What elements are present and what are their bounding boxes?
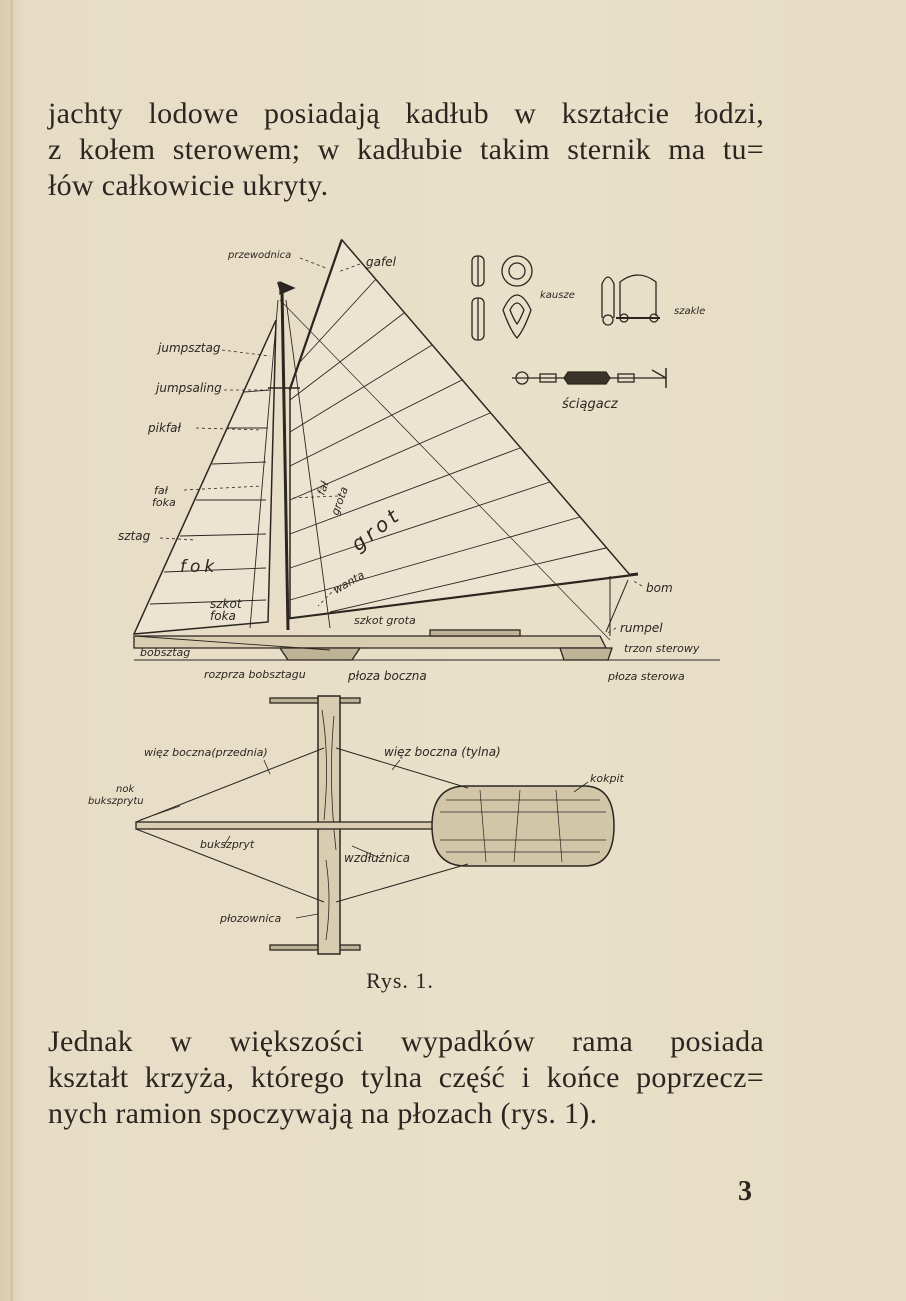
thimble-teardrop: [502, 294, 532, 339]
label-gafel: gafel: [366, 255, 397, 269]
bobstay: [133, 635, 331, 651]
mainsheet: [605, 579, 629, 633]
leader-lines: [159, 257, 643, 635]
label-przewodnica: przewodnica: [227, 250, 291, 261]
label-wiez-tylna: więz boczna (tylna): [384, 745, 501, 759]
jib: [132, 319, 277, 635]
front-runner-bottom: [269, 944, 361, 951]
label-fal-foka-1: fał: [154, 484, 169, 497]
fittings: [471, 255, 667, 388]
label-fok: fok: [180, 557, 218, 577]
shackle-1: [601, 276, 615, 318]
side-runner: [278, 647, 362, 661]
label-plozownica: płozownica: [219, 912, 281, 925]
side-stay-front-bottom: [135, 828, 325, 903]
plan-view: [135, 695, 615, 955]
steering-runner: [559, 647, 613, 661]
label-szkot-foka-1: szkot: [210, 597, 243, 611]
text-line: łów całkowicie ukryty.: [48, 169, 329, 202]
cockpit-side: [429, 629, 521, 637]
paragraph-bottom: Jednak w większości wypadków rama posiad…: [48, 1024, 764, 1132]
label-rumpel: rumpel: [620, 621, 663, 635]
jumpstay: [249, 299, 279, 629]
label-szkot-grota: szkot grota: [354, 614, 416, 627]
label-bukszpryt: bukszpryt: [200, 838, 255, 851]
label-kausze: kausze: [540, 290, 575, 301]
jib-seams: [149, 389, 271, 605]
label-ploza-boczna: płoza boczna: [347, 669, 427, 683]
figure-caption: Rys. 1.: [366, 968, 434, 993]
paragraph-top: jachty lodowe posiadają kadłub w kształc…: [48, 96, 764, 204]
text-line: nych ramion spoczywają na płozach (rys. …: [48, 1097, 598, 1130]
label-szkot-foka-2: foka: [210, 609, 236, 623]
label-fal-foka-2: foka: [152, 496, 176, 509]
text-line: jachty lodowe posiadają kadłub w kształc…: [48, 97, 764, 130]
page-gutter-shadow: [10, 0, 13, 1301]
shroud: [285, 299, 331, 629]
side-stay-rear-top: [335, 747, 469, 789]
label-nok-2: bukszprytu: [88, 796, 144, 807]
sheet-line: [279, 299, 611, 641]
label-wzdluznica: wzdłużnica: [344, 851, 410, 865]
label-bom: bom: [646, 581, 673, 595]
hull-side: [133, 635, 608, 649]
side-stay-front-top: [135, 747, 325, 823]
cockpit: [431, 785, 615, 867]
label-wiez-przednia: więz boczna(przednia): [144, 746, 268, 759]
text-line: Jednak w większości wypadków rama posiad…: [48, 1025, 764, 1058]
label-sciagacz: ściągacz: [562, 397, 619, 412]
label-jumpsaling: jumpsaling: [154, 381, 222, 395]
label-jumpsztag: jumpsztag: [156, 341, 221, 355]
label-ploza-sterowa: płoza sterowa: [607, 670, 685, 683]
cockpit-hatching: [440, 789, 606, 863]
label-kokpit: kokpit: [590, 772, 625, 785]
pennant: [279, 281, 296, 295]
text-line: z kołem sterowem; w kadłubie takim stern…: [48, 133, 764, 166]
side-stay-rear-bottom: [335, 863, 469, 903]
label-pikfal: pikfał: [147, 421, 181, 435]
mainsail-seams: [289, 278, 607, 613]
page-number: 3: [738, 1176, 752, 1207]
turnbuckle-body: [563, 371, 611, 385]
thimble-round: [501, 255, 533, 287]
label-sztag: sztag: [118, 529, 151, 543]
front-runner-top: [269, 697, 361, 704]
label-nok-1: nok: [116, 784, 135, 795]
label-bobsztag: bobsztag: [140, 646, 190, 659]
mast: [280, 289, 290, 631]
label-fal-grota-1: fał: [315, 479, 332, 497]
label-trzon-sterowy: trzon sterowy: [624, 642, 700, 655]
text-line: kształt krzyża, którego tylna część i ko…: [48, 1061, 764, 1094]
mainsail: [289, 238, 632, 619]
label-szakle: szakle: [674, 306, 705, 317]
label-rozprza-bobsztagu: rozprza bobsztagu: [204, 668, 306, 681]
shackle-2: [619, 274, 657, 316]
